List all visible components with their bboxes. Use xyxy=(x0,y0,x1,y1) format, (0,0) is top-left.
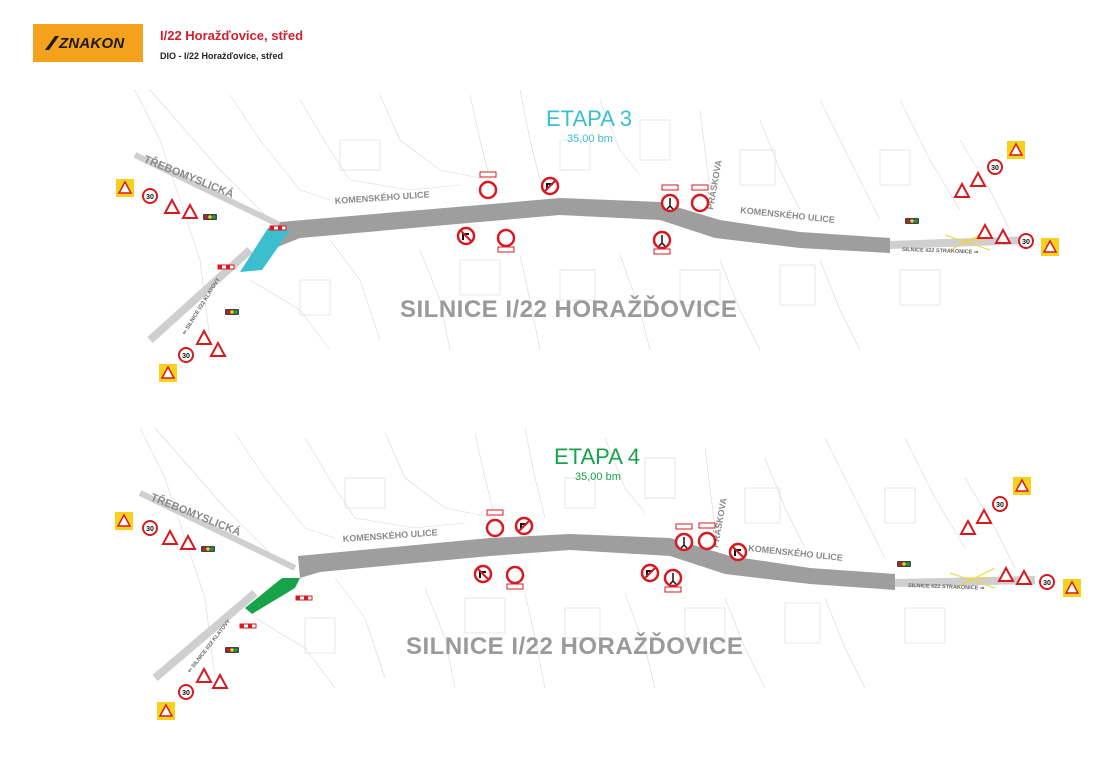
no-left-turn-icon xyxy=(514,516,534,536)
no-entry-icon xyxy=(697,522,717,551)
svg-text:30: 30 xyxy=(182,353,190,360)
speed-limit-30-icon: 30 xyxy=(992,496,1008,512)
main-road-label: SILNICE I/22 HORAŽĎOVICE xyxy=(406,632,743,660)
traffic-light-icon xyxy=(905,218,919,224)
no-right-turn-icon xyxy=(456,226,476,246)
traffic-light-icon xyxy=(225,647,239,653)
traffic-light-icon xyxy=(897,561,911,567)
svg-text:30: 30 xyxy=(146,526,154,533)
roadworks-warning-icon xyxy=(1013,477,1031,495)
give-way-icon xyxy=(959,518,977,535)
speed-limit-30-icon: 30 xyxy=(1018,233,1034,249)
roadworks-warning-icon xyxy=(115,512,133,530)
barrier-icon xyxy=(217,264,235,270)
svg-text:30: 30 xyxy=(991,165,999,172)
give-way-icon xyxy=(211,672,229,689)
give-way-icon xyxy=(1015,568,1033,585)
speed-limit-30-icon: 30 xyxy=(142,520,158,536)
give-way-icon xyxy=(997,565,1015,582)
main-road-label: SILNICE I/22 HORAŽĎOVICE xyxy=(400,295,737,323)
give-way-icon xyxy=(209,340,227,357)
speed-limit-30-icon: 30 xyxy=(178,684,194,700)
give-way-icon xyxy=(976,222,994,239)
svg-text:30: 30 xyxy=(182,690,190,697)
stage-length: 35,00 bm xyxy=(575,471,621,483)
logo-mark-icon xyxy=(45,36,59,50)
project-subtitle: DIO - I/22 Horažďovice, střed xyxy=(160,51,284,61)
street-labels: TŘEBOMYSLICKÁ KOMENSKÉHO ULICE KOMENSKÉH… xyxy=(149,491,985,675)
give-way-icon xyxy=(969,170,987,187)
no-right-turn-icon xyxy=(473,564,493,584)
street-label-komenskeho-left: KOMENSKÉHO ULICE xyxy=(342,527,437,544)
roadworks-warning-icon xyxy=(1007,141,1025,159)
roadworks-warning-icon xyxy=(1063,579,1081,597)
speed-limit-30-icon: 30 xyxy=(178,347,194,363)
work-zone-highlight xyxy=(240,228,290,272)
no-entry-icon xyxy=(478,171,498,200)
give-way-icon xyxy=(161,528,179,545)
traffic-signs: 30 30 30 30 xyxy=(115,477,1081,720)
project-title: I/22 Horažďovice, střed xyxy=(160,28,304,43)
traffic-light-icon xyxy=(225,309,239,315)
road-network xyxy=(138,490,1036,682)
cadastral-background xyxy=(139,427,1016,689)
give-way-icon xyxy=(953,181,971,198)
roadworks-warning-icon xyxy=(157,702,175,720)
no-pedestrians-icon xyxy=(663,568,683,593)
site-plan-map: TŘEBOMYSLICKÁ KOMENSKÉHO ULICE KOMENSKÉH… xyxy=(115,427,1081,720)
roadworks-warning-icon xyxy=(1041,238,1059,256)
map-panel-etapa-3: TŘEBOMYSLICKÁ KOMENSKÉHO ULICE KOMENSKÉH… xyxy=(0,80,1115,410)
direction-label-strakonice: SILNICE I/22 STRAKONICE ⇒ xyxy=(902,247,979,256)
traffic-light-icon xyxy=(201,546,215,552)
speed-limit-30-icon: 30 xyxy=(142,188,158,204)
znakon-logo: ZNAKON xyxy=(33,24,143,62)
give-way-icon xyxy=(179,533,197,550)
give-way-icon xyxy=(195,666,213,683)
no-pedestrians-icon xyxy=(674,523,694,552)
stage-title: ETAPA 4 xyxy=(554,444,641,469)
work-zone-highlight xyxy=(245,578,300,614)
street-label-komenskeho-right: KOMENSKÉHO ULICE xyxy=(748,543,844,563)
street-label-komenskeho-right: KOMENSKÉHO ULICE xyxy=(740,205,836,225)
logo-text: ZNAKON xyxy=(59,35,125,52)
traffic-signs: 30 30 30 30 xyxy=(116,141,1059,382)
barrier-icon xyxy=(239,623,257,629)
give-way-icon xyxy=(994,227,1012,244)
no-left-turn-icon xyxy=(640,563,660,583)
stage-title: ETAPA 3 xyxy=(546,106,633,131)
street-label-komenskeho-left: KOMENSKÉHO ULICE xyxy=(334,189,429,206)
closed-road-section xyxy=(298,534,895,590)
no-right-turn-icon xyxy=(728,542,748,562)
speed-limit-30-icon: 30 xyxy=(1039,574,1055,590)
map-panel-etapa-4: TŘEBOMYSLICKÁ KOMENSKÉHO ULICE KOMENSKÉH… xyxy=(0,418,1115,748)
give-way-icon xyxy=(975,507,993,524)
traffic-light-icon xyxy=(203,214,217,220)
give-way-icon xyxy=(195,328,213,345)
no-entry-icon xyxy=(505,565,525,590)
closed-road-section xyxy=(270,198,890,253)
cadastral-background xyxy=(134,89,1011,351)
no-entry-icon xyxy=(690,184,710,213)
svg-text:30: 30 xyxy=(996,502,1004,509)
give-way-icon xyxy=(181,202,199,219)
header: ZNAKON I/22 Horažďovice, střed DIO - I/2… xyxy=(0,0,1115,80)
site-plan-map: TŘEBOMYSLICKÁ KOMENSKÉHO ULICE KOMENSKÉH… xyxy=(116,89,1059,382)
svg-text:30: 30 xyxy=(1043,580,1051,587)
no-pedestrians-icon xyxy=(652,230,672,255)
svg-text:30: 30 xyxy=(1022,239,1030,246)
stage-length: 35,00 bm xyxy=(567,133,613,145)
no-entry-icon xyxy=(496,228,516,253)
roadworks-warning-icon xyxy=(159,364,177,382)
speed-limit-30-icon: 30 xyxy=(987,159,1003,175)
roadworks-warning-icon xyxy=(116,179,134,197)
no-pedestrians-icon xyxy=(660,184,680,213)
give-way-icon xyxy=(163,197,181,214)
no-entry-icon xyxy=(485,509,505,538)
street-label-trebomyslicka: TŘEBOMYSLICKÁ xyxy=(149,491,243,539)
no-left-turn-icon xyxy=(540,176,560,196)
barrier-icon xyxy=(295,595,313,601)
barrier-icon xyxy=(269,225,287,231)
direction-label-strakonice: SILNICE I/22 STRAKONICE ⇒ xyxy=(908,583,985,592)
svg-text:30: 30 xyxy=(146,194,154,201)
